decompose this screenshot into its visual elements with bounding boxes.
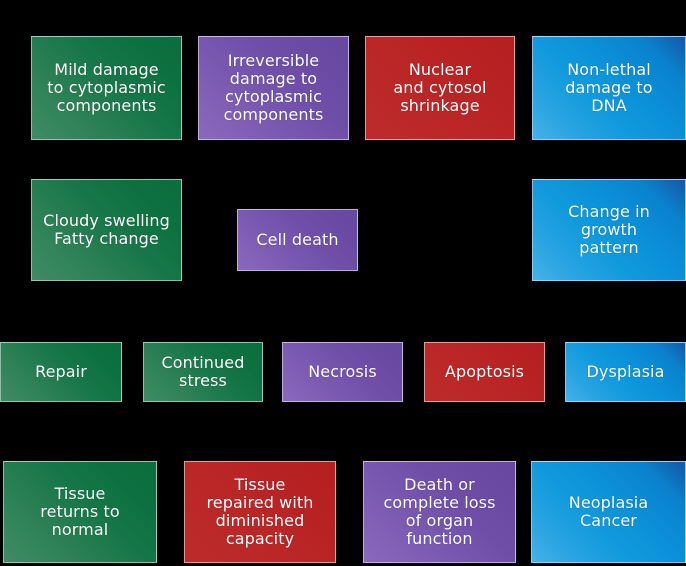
node-mild-damage-cytoplasmic[interactable]: Mild damage to cytoplasmic components bbox=[31, 36, 182, 140]
node-label: Mild damage to cytoplasmic components bbox=[47, 60, 166, 115]
node-necrosis[interactable]: Necrosis bbox=[282, 342, 403, 402]
node-tissue-returns-to-normal[interactable]: Tissue returns to normal bbox=[3, 461, 157, 563]
node-label: Nuclear and cytosol shrinkage bbox=[393, 60, 487, 115]
node-label: Irreversible damage to cytoplasmic compo… bbox=[223, 51, 324, 124]
node-continued-stress[interactable]: Continued stress bbox=[143, 342, 263, 402]
node-apoptosis[interactable]: Apoptosis bbox=[424, 342, 545, 402]
node-nuclear-cytosol-shrinkage[interactable]: Nuclear and cytosol shrinkage bbox=[365, 36, 515, 140]
node-neoplasia-cancer[interactable]: Neoplasia Cancer bbox=[531, 461, 686, 563]
node-cloudy-swelling-fatty-change[interactable]: Cloudy swelling Fatty change bbox=[31, 179, 182, 281]
node-death-or-complete-loss-of-organ-function[interactable]: Death or complete loss of organ function bbox=[363, 461, 516, 563]
node-label: Change in growth pattern bbox=[568, 202, 650, 257]
node-label: Cloudy swelling Fatty change bbox=[43, 211, 170, 248]
node-non-lethal-dna-damage[interactable]: Non-lethal damage to DNA bbox=[532, 36, 686, 140]
node-label: Neoplasia Cancer bbox=[568, 493, 649, 530]
node-label: Apoptosis bbox=[444, 362, 525, 382]
node-label: Death or complete loss of organ function bbox=[383, 475, 496, 548]
node-label: Dysplasia bbox=[586, 362, 665, 382]
node-label: Non-lethal damage to DNA bbox=[565, 60, 653, 115]
node-label: Necrosis bbox=[308, 362, 377, 382]
node-change-in-growth-pattern[interactable]: Change in growth pattern bbox=[532, 179, 686, 281]
node-label: Tissue repaired with diminished capacity bbox=[206, 475, 314, 548]
node-irreversible-damage-cytoplasmic[interactable]: Irreversible damage to cytoplasmic compo… bbox=[198, 36, 349, 140]
node-tissue-repaired-diminished-capacity[interactable]: Tissue repaired with diminished capacity bbox=[184, 461, 336, 563]
node-label: Continued stress bbox=[161, 353, 245, 390]
node-label: Tissue returns to normal bbox=[40, 484, 120, 539]
node-dysplasia[interactable]: Dysplasia bbox=[565, 342, 686, 402]
node-label: Cell death bbox=[256, 230, 339, 250]
node-label: Repair bbox=[35, 362, 87, 382]
node-repair[interactable]: Repair bbox=[0, 342, 122, 402]
node-cell-death[interactable]: Cell death bbox=[237, 209, 358, 271]
